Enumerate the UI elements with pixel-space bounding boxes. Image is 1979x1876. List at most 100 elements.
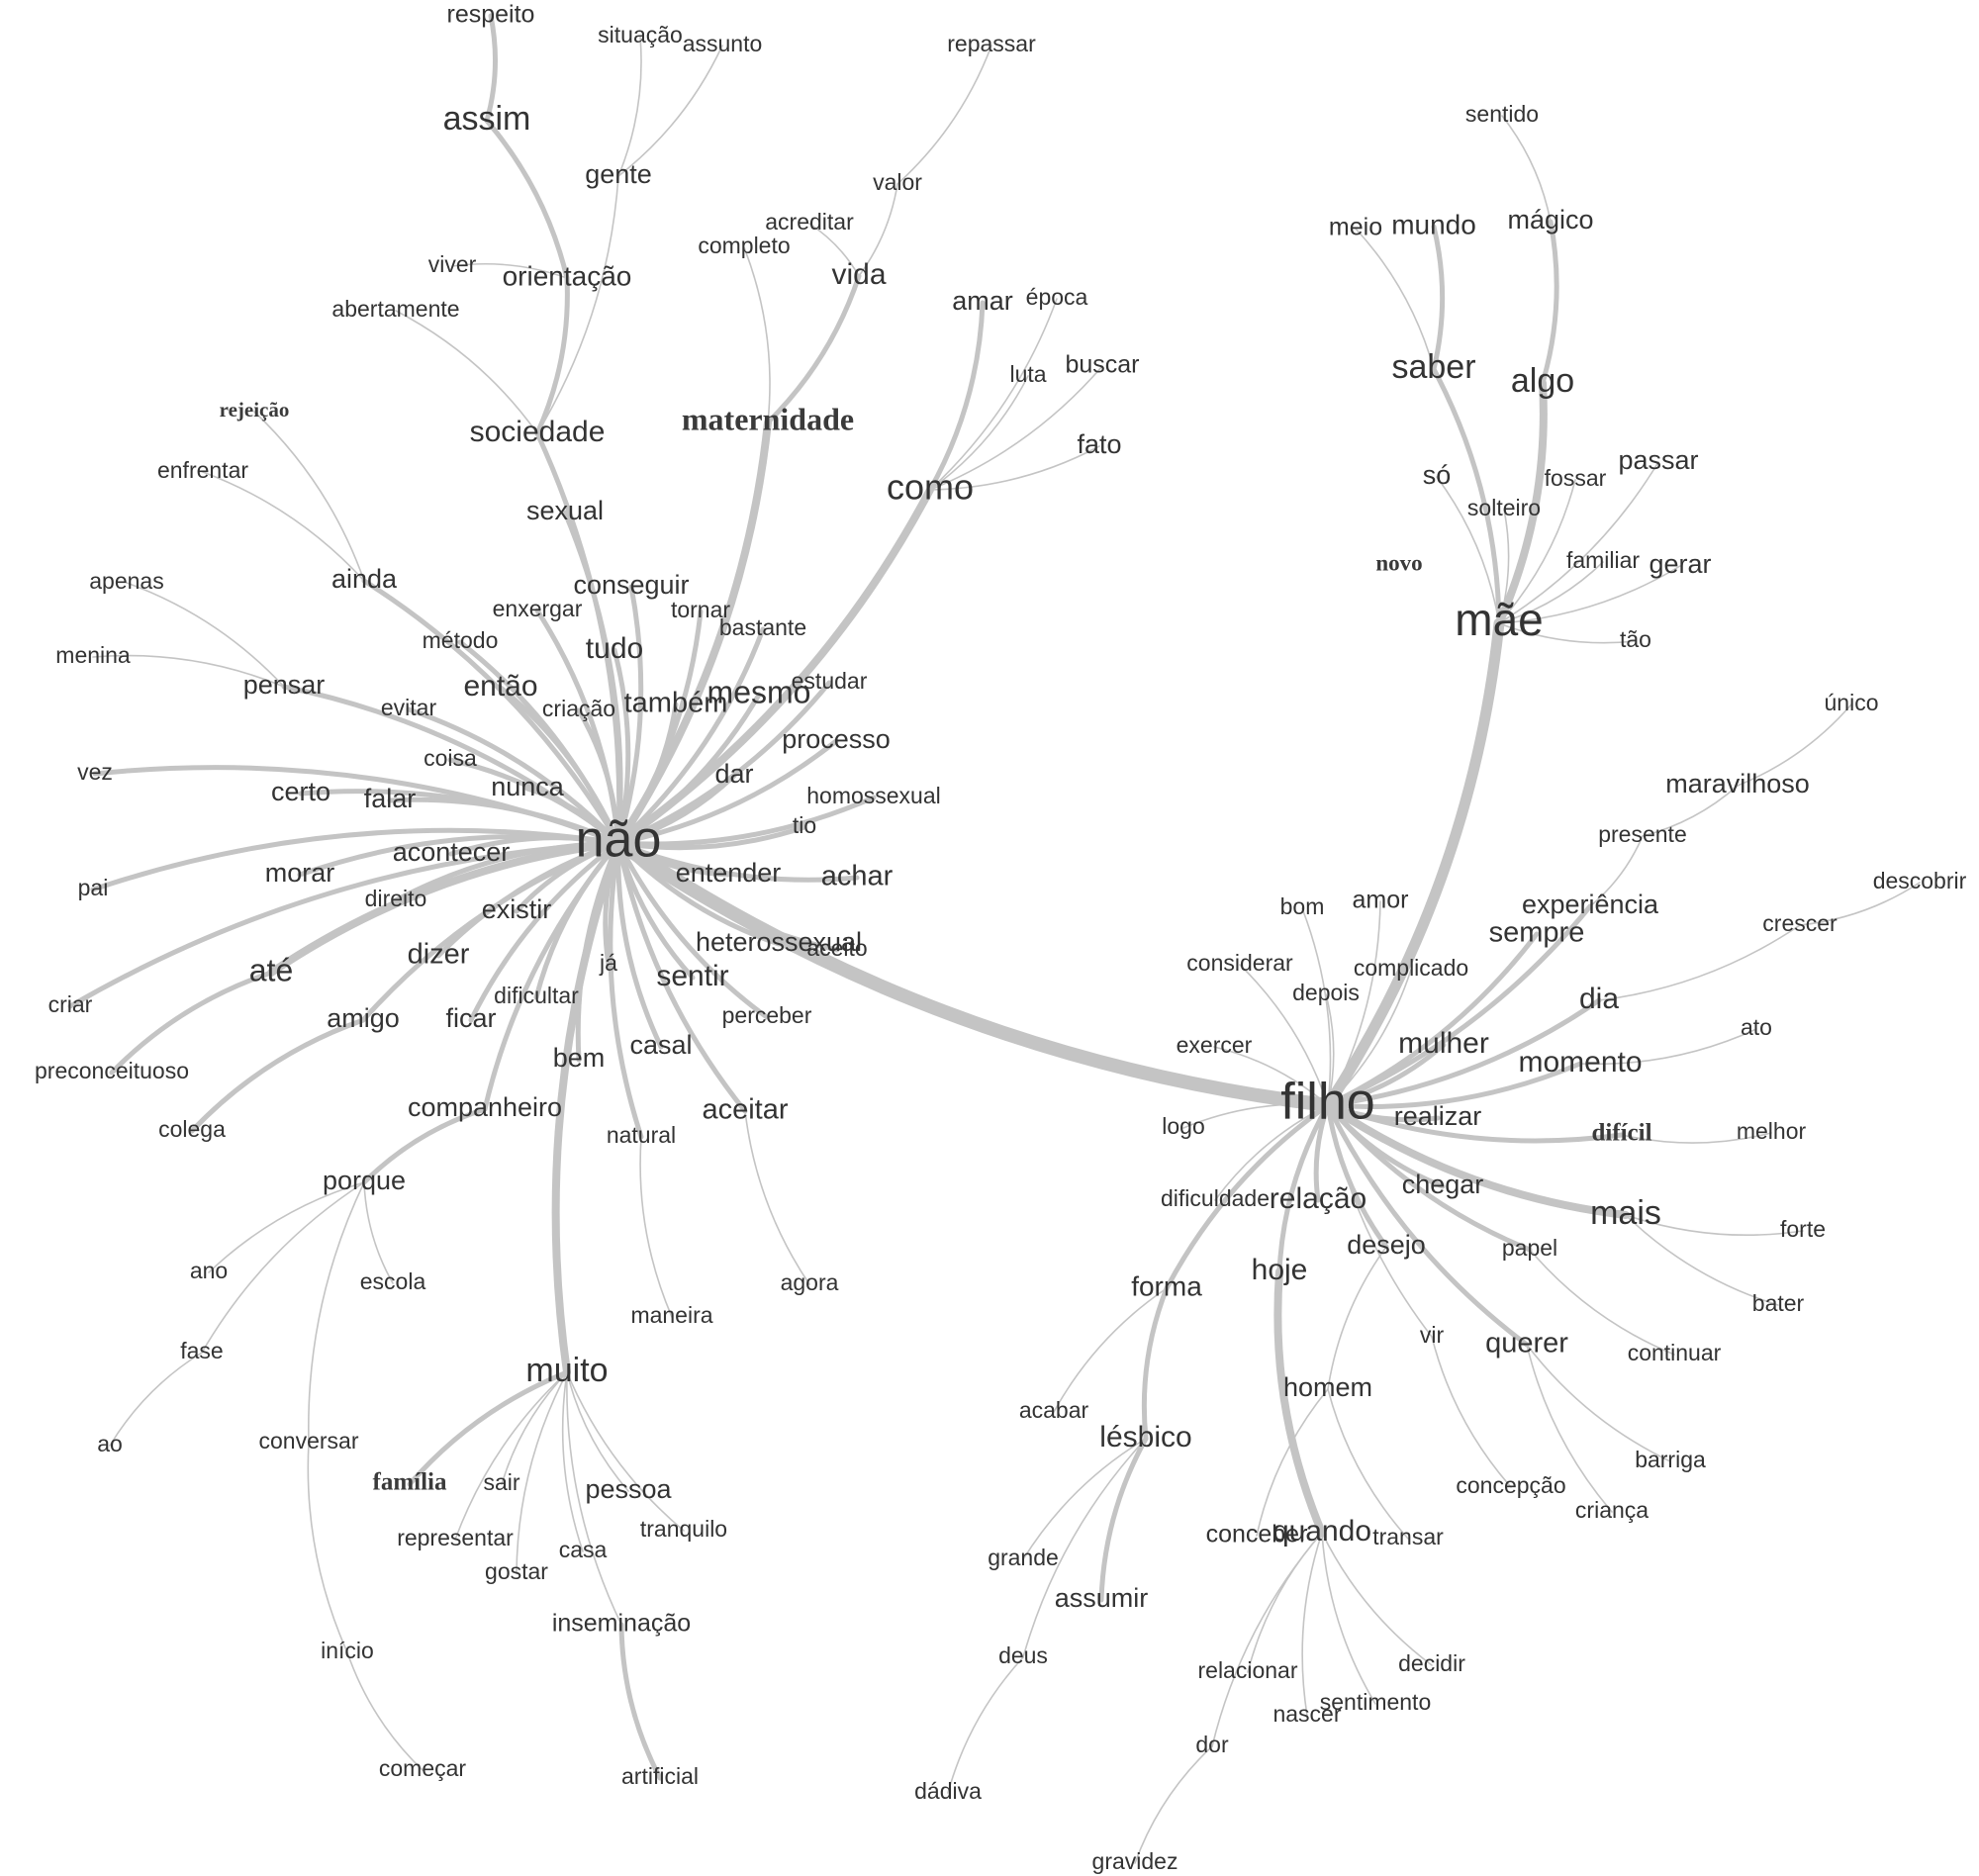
edge-homem-transar (1327, 1388, 1409, 1540)
edge-orientacao-viver (451, 262, 568, 279)
word-preconceituoso: preconceituoso (35, 1058, 189, 1083)
edge-porque-conversar (307, 1181, 365, 1444)
edge-porque-fase (201, 1181, 365, 1354)
edge-filho-hoje (1276, 1102, 1331, 1274)
edge-hoje-quando (1273, 1267, 1326, 1537)
edge-nao-tio (615, 824, 807, 851)
word-repassar: repassar (947, 31, 1036, 56)
word-sexual: sexual (526, 496, 604, 525)
edge-como-luta (929, 375, 1029, 491)
edge-nao-ainda (361, 578, 621, 846)
word-vir: vir (1420, 1322, 1445, 1348)
word-pai: pai (78, 875, 109, 900)
edge-filho-logo (1182, 1103, 1329, 1129)
word-deus: deus (998, 1642, 1048, 1668)
edge-saber-mundo (1431, 224, 1446, 372)
word-pensar: pensar (243, 670, 326, 700)
word-dia: dia (1579, 983, 1619, 1015)
edge-amigo-colega (189, 1017, 366, 1134)
word-chegar: chegar (1402, 1170, 1484, 1199)
word-aceito: aceito (806, 935, 867, 961)
word-tambem: também (624, 688, 728, 719)
word-transar: transar (1372, 1524, 1444, 1549)
word-vida: vida (831, 258, 886, 291)
edge-filho-depois (1325, 993, 1335, 1106)
edge-gente-situacao (617, 36, 642, 177)
edge-nao-homossexual (615, 795, 877, 847)
word-mesmo: mesmo (707, 674, 811, 709)
edge-nao-entao (498, 685, 621, 846)
word-gerar: gerar (1649, 549, 1711, 579)
edge-filho-querer (1325, 1102, 1530, 1348)
edge-filho-momento (1325, 1061, 1583, 1109)
word-agora: agora (781, 1269, 839, 1295)
word-aceitar: aceitar (702, 1094, 788, 1126)
edge-nao-achar (615, 840, 860, 883)
edge-nao-vez (92, 765, 621, 846)
edge-crescer-descobrir (1799, 882, 1921, 926)
edge-vida-valor (858, 183, 898, 277)
edge-dificil-melhor (1621, 1132, 1772, 1144)
word-passar: passar (1618, 445, 1698, 475)
word-bater: bater (1752, 1290, 1805, 1316)
edge-orientacao-assim (484, 118, 570, 281)
edge-nao-processo (615, 738, 839, 846)
word-comecar: começar (379, 1755, 467, 1781)
word-crescer: crescer (1762, 910, 1838, 936)
word-sempre: sempre (1489, 917, 1585, 949)
word-mundo: mundo (1391, 209, 1476, 239)
word-enxergar: enxergar (493, 596, 583, 621)
word-respeito: respeito (447, 1, 535, 29)
edge-maternidade-vida (765, 273, 862, 425)
word-inicio: início (321, 1638, 374, 1663)
edge-muito-gostar (516, 1371, 568, 1574)
word-rejeicao: rejeição (220, 398, 290, 422)
edge-quando-sentimento (1321, 1532, 1376, 1705)
word-estudar: estudar (792, 668, 868, 694)
word-entao: então (463, 670, 537, 703)
word-gravidez: gravidez (1092, 1848, 1178, 1874)
edge-papel-continuar (1529, 1249, 1675, 1356)
word-abertamente: abertamente (331, 296, 459, 322)
word-orientacao: orientação (503, 260, 632, 291)
edge-filho-bom (1301, 907, 1332, 1106)
edge-nao-dar (615, 773, 737, 846)
edge-filho-vir (1327, 1104, 1433, 1338)
word-ao: ao (97, 1431, 123, 1456)
edge-conversar-inicio (307, 1442, 348, 1653)
word-concepcao: concepção (1456, 1472, 1565, 1498)
edge-nao-perceber (615, 840, 770, 1020)
word-mulher: mulher (1398, 1027, 1489, 1060)
edge-aceitar-agora (744, 1110, 810, 1285)
edge-muito-sair (501, 1371, 568, 1485)
word-tio: tio (793, 812, 816, 838)
edge-mae-fossar (1498, 479, 1576, 624)
word-homem: homem (1283, 1372, 1372, 1402)
word-sociedade: sociedade (470, 416, 606, 448)
edge-nao-filho (612, 836, 1335, 1112)
word-quando: quando (1272, 1515, 1371, 1548)
edge-nao-muito (551, 839, 622, 1376)
word-conversar: conversar (259, 1428, 359, 1454)
word-descobrir: descobrir (1873, 868, 1967, 893)
edge-muito-representar (454, 1371, 568, 1541)
word-sentimento: sentimento (1320, 1689, 1432, 1715)
word-algo: algo (1511, 362, 1574, 400)
graph-words: nãofilhomãemuitocomomaternidadesociedade… (35, 1, 1967, 1874)
word-conceber: conceber (1206, 1521, 1308, 1548)
word-desejo: desejo (1347, 1230, 1426, 1260)
edge-dor-gravidez (1134, 1745, 1213, 1864)
edge-nao-amigo (360, 840, 621, 1023)
edge-mais-forte (1625, 1214, 1804, 1236)
edge-nao-nunca (524, 786, 621, 846)
word-apenas: apenas (89, 568, 163, 594)
word-dificuldade: dificuldade (1161, 1185, 1270, 1211)
edge-mae-passar (1498, 461, 1659, 624)
word-colega: colega (158, 1116, 226, 1142)
word-dor: dor (1195, 1732, 1229, 1757)
edge-como-buscar (929, 365, 1103, 491)
edge-como-amar (927, 300, 986, 493)
edge-muito-casa (561, 1371, 584, 1552)
word-evitar: evitar (381, 695, 437, 720)
word-menina: menina (55, 642, 131, 668)
